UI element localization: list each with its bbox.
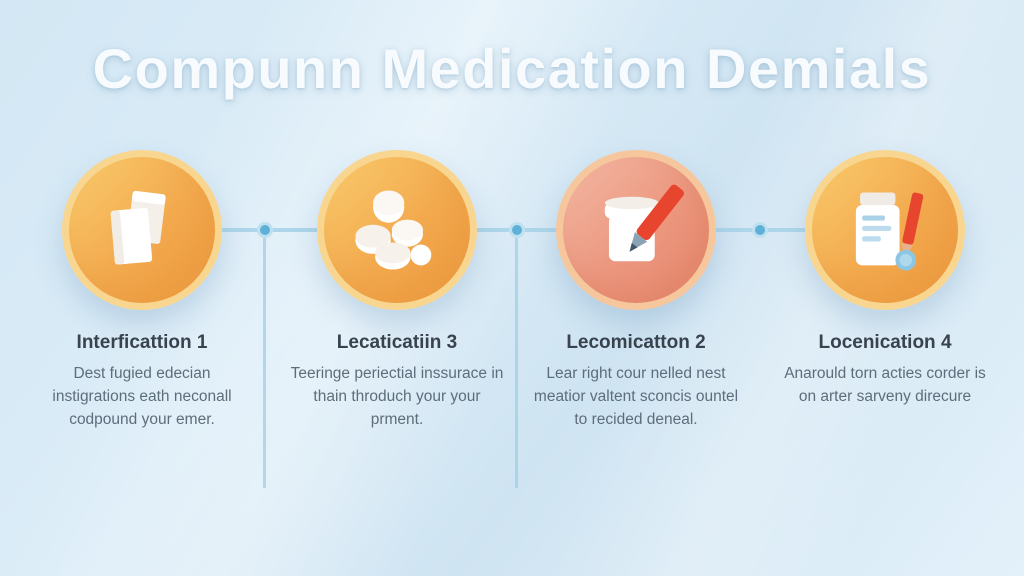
step-1-circle [62,150,222,310]
medicine-jar-pencil-icon [584,178,688,282]
step-heading: Interficattion 1 [76,332,208,353]
step-body: Dest fugied edecian instigrations eath n… [52,365,232,428]
timeline-vertical-divider [515,230,518,488]
step-body: Anarould torn acties corder is on arter … [784,365,986,405]
timeline-vertical-divider [263,230,266,488]
pill-bottle-pencil-icon [833,178,937,282]
step-body: Teeringe periectial inssurace in thain t… [290,365,504,428]
step-heading: Lecaticatiin 3 [336,332,458,353]
page-title: Compunn Medication Demials [92,37,932,100]
step-column-4: Locenication 4 Anarould torn acties cord… [770,150,1000,409]
step-body: Lear right cour nelled nest meatior valt… [533,365,739,428]
step-heading: Locenication 4 [818,332,952,353]
step-column-1: Interficattion 1 Dest fugied edecian ins… [27,150,257,432]
step-heading: Lecomicatton 2 [566,332,706,353]
step-3-circle [556,150,716,310]
step-2-circle [317,150,477,310]
medication-boxes-icon [90,178,194,282]
pill-tablets-icon [345,178,449,282]
step-column-3: Lecomicatton 2 Lear right cour nelled ne… [521,150,751,432]
timeline-dot [257,222,273,238]
timeline-dot [752,222,768,238]
step-column-2: Lecaticatiin 3 Teeringe periectial inssu… [282,150,512,432]
step-4-circle [805,150,965,310]
timeline-dot [509,222,525,238]
